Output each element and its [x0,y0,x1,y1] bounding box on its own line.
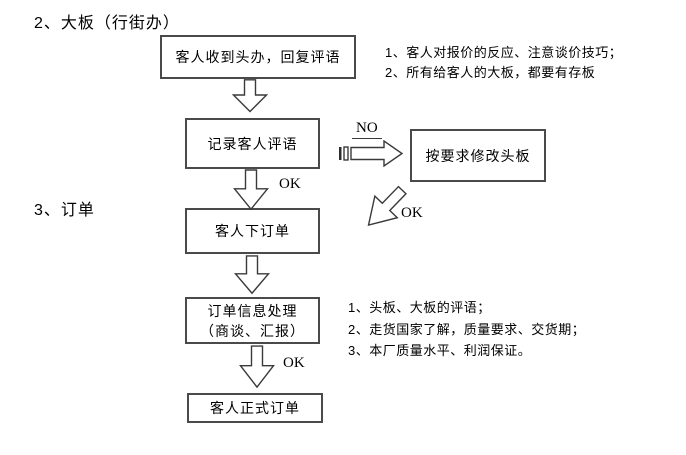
flow-box-label: 客人正式订单 [210,400,300,416]
flow-box-label: 记录客人评语 [207,135,298,152]
annotation-line: 1、客人对报价的反应、注意谈价技巧； [385,45,623,60]
annotation-line: 1、头板、大板的评语； [348,300,491,315]
branch-label-no: NO [352,120,382,139]
down-arrow-icon [232,79,268,113]
annotation-line: 2、所有给客人的大板，都要有存板 [385,65,596,80]
annotation-line: 3、本厂质量水平、利润保证。 [348,343,532,358]
annotation-list-sample-feedback: 1、客人对报价的反应、注意谈价技巧； 2、所有给客人的大板，都要有存板 [385,43,622,83]
flow-box-label-line1: 订单信息处理 [207,302,298,319]
flow-box-modify-sample: 按要求修改头板 [410,129,546,182]
branch-label-ok-after-record: OK [279,176,301,192]
annotation-line: 2、走货国家了解，质量要求、交货期； [348,321,586,337]
flow-box-record-comments: 记录客人评语 [185,118,320,169]
flow-box-label-line2: （商谈、汇报） [200,322,305,339]
striped-right-arrow-icon [338,140,404,167]
flow-box-label: 按要求修改头板 [425,147,531,164]
flow-box-formal-order: 客人正式订单 [187,393,323,423]
section-2-title: 2、大板（行街办） [34,15,180,32]
flow-box-label: 客人下订单 [215,223,290,239]
flow-box-customer-receives-sample: 客人收到头办，回复评语 [160,35,356,79]
down-arrow-icon [234,255,270,295]
branch-label-ok-after-modify: OK [401,205,423,221]
section-3-title: 3、订单 [34,202,95,219]
diagonal-down-left-arrow-icon [355,177,416,238]
flow-box-customer-places-order: 客人下订单 [185,208,320,254]
down-arrow-icon [233,169,269,211]
annotation-list-order-processing: 1、头板、大板的评语； 2、走货国家了解，质量要求、交货期； 3、本厂质量水平、… [348,297,585,362]
flow-box-order-processing: 订单信息处理 （商谈、汇报） [185,297,320,344]
branch-label-ok-after-process: OK [283,355,305,371]
down-arrow-icon [239,345,275,389]
flow-box-label: 客人收到头办，回复评语 [175,49,341,65]
